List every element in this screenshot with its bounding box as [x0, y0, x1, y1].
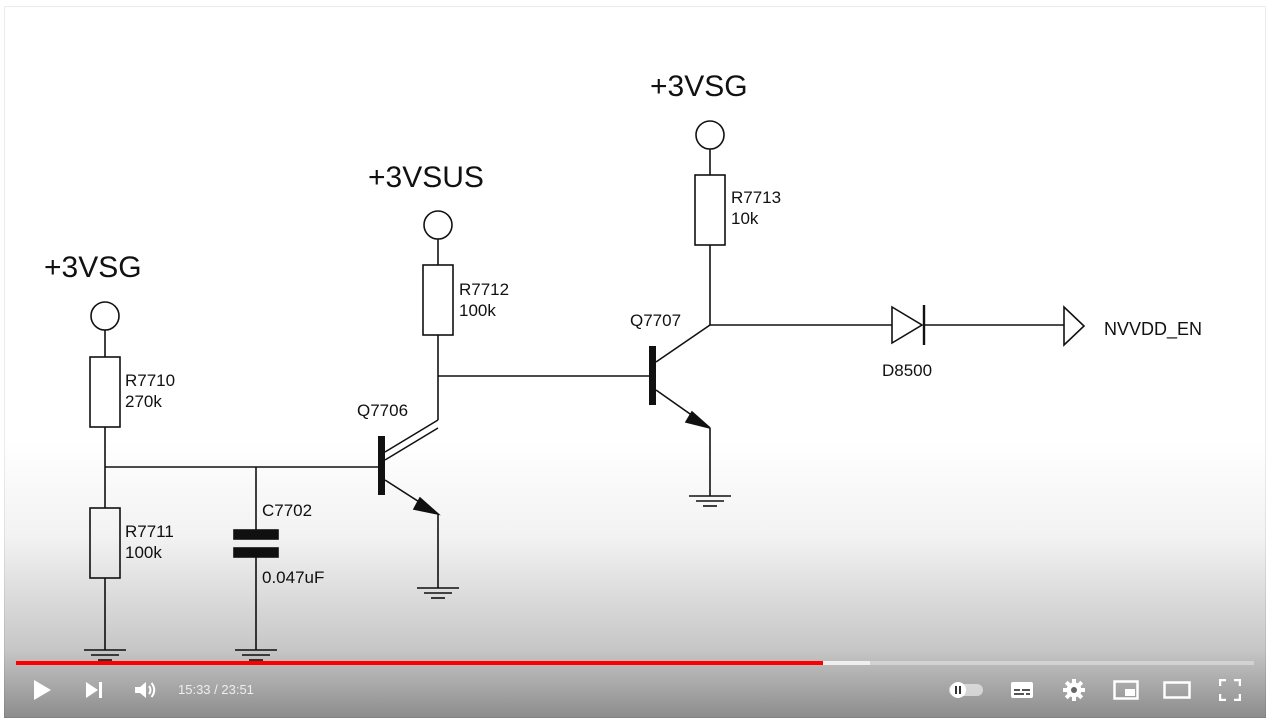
r7710-value: 270k: [125, 392, 162, 411]
autoplay-toggle[interactable]: [946, 674, 986, 706]
volume-icon: [135, 682, 156, 698]
rail-terminal-left: [90, 301, 120, 331]
next-icon: [86, 682, 102, 698]
ground-symbol-cap: [235, 649, 277, 661]
miniplayer-icon: [1113, 680, 1139, 700]
player-controls: 15:33 / 23:51: [16, 670, 1254, 710]
r7713-value: 10k: [731, 209, 759, 228]
ground-symbol-q7706: [417, 587, 459, 599]
capacitor-c7702: [233, 529, 279, 540]
autoplay-toggle-icon: [949, 682, 983, 698]
rail-terminal-middle: [423, 210, 453, 240]
miniplayer-button[interactable]: [1110, 674, 1142, 706]
c7702-ref: C7702: [262, 501, 312, 520]
resistor-r7712: [422, 264, 454, 336]
theater-mode-icon: [1163, 681, 1191, 699]
rail-label-middle: +3VSUS: [368, 161, 484, 194]
diode-d8500: [891, 305, 926, 345]
ground-symbol-q7707: [689, 495, 731, 507]
r7713-ref: R7713: [731, 188, 781, 207]
r7712-value: 100k: [459, 301, 496, 320]
time-display: 15:33 / 23:51: [178, 682, 254, 697]
rail-terminal-right: [695, 120, 725, 150]
transistor-q7706: [378, 419, 441, 588]
q7707-ref: Q7707: [630, 311, 681, 330]
transistor-q7707: [649, 324, 711, 496]
resistor-r7713: [694, 174, 726, 246]
resistor-r7711: [89, 507, 121, 579]
theater-mode-button[interactable]: [1160, 674, 1194, 706]
volume-button[interactable]: [130, 674, 162, 706]
settings-button[interactable]: [1058, 674, 1090, 706]
q7706-ref: Q7706: [357, 401, 408, 420]
ground-symbol-left: [84, 649, 126, 661]
fullscreen-button[interactable]: [1214, 674, 1246, 706]
r7711-ref: R7711: [125, 522, 174, 541]
resistor-r7710: [89, 356, 121, 428]
gear-icon: [1063, 679, 1085, 701]
output-port-arrow: [1063, 305, 1086, 347]
r7712-ref: R7712: [459, 280, 509, 299]
video-frame[interactable]: [4, 6, 1266, 718]
rail-label-right: +3VSG: [650, 70, 748, 103]
r7710-ref: R7710: [125, 371, 175, 390]
r7711-value: 100k: [125, 543, 162, 562]
progress-played: [16, 661, 824, 665]
fullscreen-icon: [1219, 679, 1241, 701]
rail-label-left: +3VSG: [44, 251, 142, 284]
play-button[interactable]: [26, 674, 58, 706]
play-icon: [34, 680, 51, 700]
output-label: NVVDD_EN: [1104, 319, 1202, 340]
progress-bar[interactable]: [16, 661, 1254, 665]
subtitles-icon: [1011, 682, 1033, 698]
d8500-ref: D8500: [882, 361, 932, 380]
next-button[interactable]: [78, 674, 110, 706]
subtitles-button[interactable]: [1006, 674, 1038, 706]
c7702-value: 0.047uF: [262, 568, 324, 587]
